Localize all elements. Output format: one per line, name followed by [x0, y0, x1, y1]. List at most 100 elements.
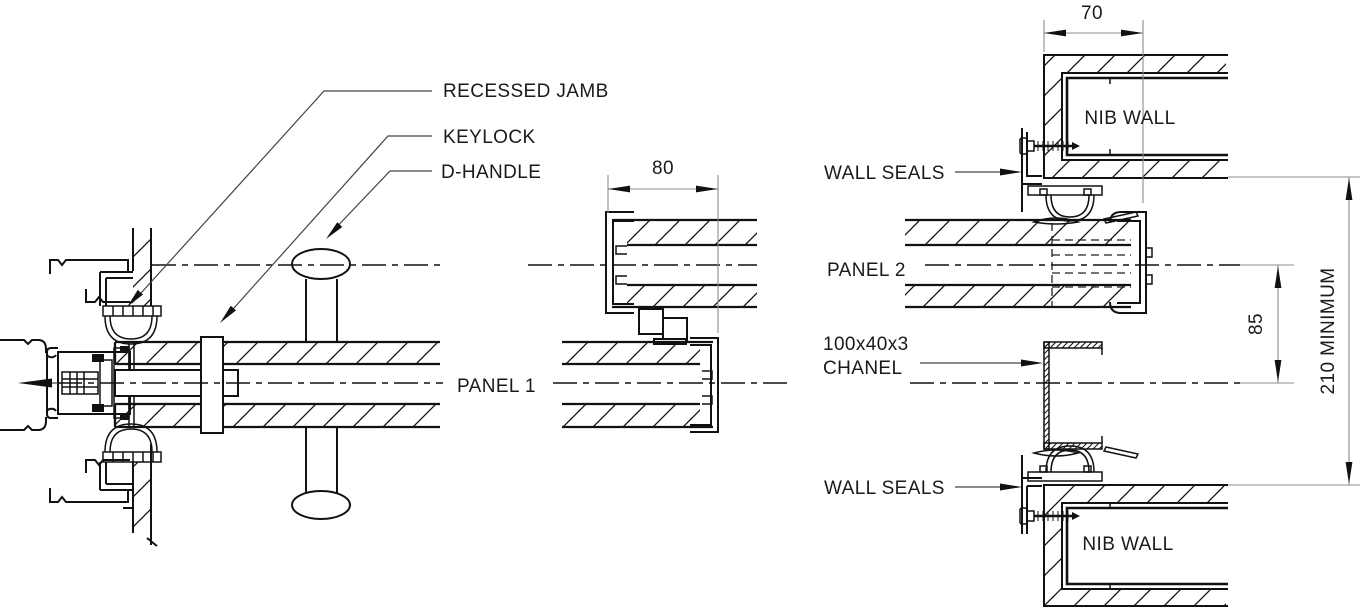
top-screw-threads — [1037, 141, 1069, 151]
panel2-bottom-skin-hatch — [905, 285, 1131, 307]
leader-keylock: KEYLOCK — [220, 127, 536, 323]
nib-wall-top-hatch-b — [1044, 73, 1062, 160]
panel2-outline — [905, 218, 1131, 309]
dim-210-text: 210 MINIMUM — [1318, 268, 1339, 395]
d-handle-top-grip — [291, 248, 351, 280]
recessed-jamb-label: RECESSED JAMB — [443, 81, 609, 102]
lock-gasket-1 — [92, 354, 104, 362]
bottom-screw-tip — [1072, 512, 1080, 520]
panel1-label: PANEL 1 — [457, 376, 536, 397]
bottom-track-outer — [49, 488, 129, 503]
nib-wall-bottom-hatch-c — [1044, 589, 1226, 606]
bottom-seal-base-teeth — [112, 452, 154, 462]
nib-wall-top-liner — [1065, 76, 1228, 157]
keylock-label: KEYLOCK — [443, 127, 536, 148]
wall-seals-top-label: WALL SEALS — [824, 163, 945, 184]
lock-gasket-2 — [92, 404, 104, 412]
panel2-label: PANEL 2 — [827, 260, 906, 281]
bottom-wall-hatch — [133, 462, 151, 534]
bottom-seal-bulb — [1045, 445, 1095, 473]
panel1-outline — [113, 340, 440, 429]
leader-channel: 100x40x3 CHANEL — [823, 334, 1043, 379]
nib-wall-bottom-outline — [1043, 484, 1228, 607]
interlock-block-1 — [638, 308, 664, 335]
top-seal-clip-1 — [1039, 188, 1048, 196]
top-screw-collar — [1026, 140, 1035, 152]
channel-web — [1043, 341, 1050, 450]
d-handle-bottom-grip — [291, 490, 351, 520]
panel1-bottom-skin-hatch — [115, 404, 440, 427]
stile-lower-panel-lines — [562, 340, 713, 429]
top-screw-tip — [1072, 142, 1080, 150]
top-bulb-seal — [104, 315, 158, 345]
stile-upper-panel-lines — [612, 218, 757, 309]
dim-70-text: 70 — [1081, 3, 1103, 24]
stile-upper-skin2-hatch — [627, 285, 757, 307]
nib-wall-bottom-hatch-a — [1044, 485, 1226, 503]
lock-gasket-4 — [120, 414, 129, 420]
stile-lower-skin2-hatch — [562, 404, 700, 427]
stile-lower-channel-clips — [702, 370, 713, 405]
top-track-outer — [49, 259, 129, 274]
stile-upper-skin1-hatch — [627, 220, 757, 245]
top-seal-clip-2 — [1083, 188, 1092, 196]
nib-wall-bottom-hatch-b — [1044, 503, 1062, 589]
d-handle-stems — [305, 279, 338, 493]
stile-upper-channel-clips — [615, 245, 627, 285]
panel2-end-channel — [1109, 211, 1147, 314]
leader-wall-seals-top: WALL SEALS — [824, 163, 1022, 184]
dim-80-text: 80 — [652, 158, 674, 179]
recessed-jamb-section — [0, 228, 440, 547]
dimension-210-minimum: 210 MINIMUM — [1228, 176, 1360, 486]
nib-wall-top-label: NIB WALL — [1084, 108, 1175, 129]
bottom-seal-base — [102, 451, 162, 463]
channel-size-label: 100x40x3 — [823, 334, 909, 355]
panel1-top-skin-hatch — [115, 342, 440, 364]
lock-direction-arrow — [18, 378, 52, 388]
top-seal-carrier — [1027, 185, 1103, 196]
centerlines — [58, 264, 1240, 384]
dim-85-text: 85 — [1246, 313, 1267, 335]
bottom-seal-bracket — [1021, 455, 1042, 534]
nib-wall-bottom-label: NIB WALL — [1082, 534, 1173, 555]
bottom-screw-collar — [1026, 510, 1035, 522]
wall-seals-bottom-label: WALL SEALS — [824, 478, 945, 499]
dimension-70: 70 — [1043, 3, 1144, 203]
leader-recessed-jamb: RECESSED JAMB — [127, 81, 609, 307]
bottom-seal-clip-2 — [1083, 465, 1092, 473]
jamb-bottom-connection — [99, 462, 133, 491]
dimension-85: 85 — [1240, 264, 1294, 384]
top-seal-base-teeth — [112, 306, 154, 316]
jamb-top-connection — [99, 271, 133, 306]
bottom-bulb-seal — [104, 423, 158, 453]
bottom-seal-gaskets — [1031, 446, 1140, 459]
channel-top-flange — [1043, 341, 1103, 349]
top-seal-base — [102, 305, 162, 317]
lock-gasket-3 — [120, 346, 129, 352]
bottom-wall-outline — [123, 444, 158, 547]
bottom-seal-clip-1 — [1039, 465, 1048, 473]
top-wall-outline — [132, 228, 152, 306]
top-seal-gaskets — [1031, 211, 1140, 225]
panel2-top-skin-hatch — [905, 220, 1131, 245]
d-handle-label: D-HANDLE — [441, 162, 541, 183]
stile-lower-channel — [690, 337, 719, 433]
left-bracket-bottom — [0, 417, 47, 431]
leader-d-handle: D-HANDLE — [326, 162, 541, 239]
left-bracket-top — [0, 339, 47, 353]
panel2-end-channel-clips — [1146, 247, 1153, 285]
stile-lower-skin1-hatch — [562, 342, 700, 364]
nib-wall-top-outline — [1043, 54, 1228, 179]
top-track-inner — [85, 289, 130, 303]
bottom-track-inner — [85, 459, 130, 473]
dimension-80: 80 — [607, 158, 719, 333]
meeting-stile-section — [562, 211, 757, 433]
nib-wall-section — [905, 54, 1228, 607]
bottom-seal-carrier — [1027, 471, 1103, 482]
keylock-body — [200, 336, 224, 434]
stile-upper-channel — [605, 211, 634, 314]
top-seal-bulb — [1045, 194, 1095, 222]
nib-wall-bottom-liner — [1065, 506, 1228, 586]
